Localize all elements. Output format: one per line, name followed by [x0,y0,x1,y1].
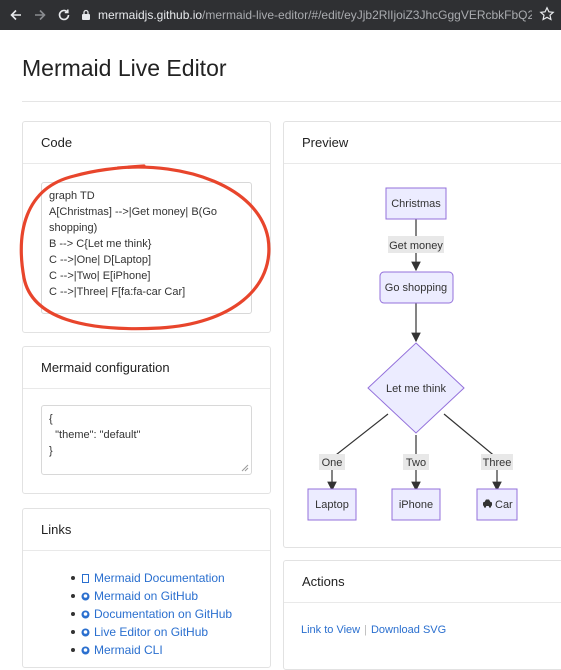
github-icon [81,592,90,601]
flowchart-diagram: Get money One Two Three Christmas Go sho… [307,187,518,521]
node-let-me-think[interactable] [367,342,465,434]
github-icon [81,646,90,655]
edge-label-bg [388,236,444,253]
code-panel-heading: Code [23,122,270,164]
actions-links: Link to View|Download SVG [301,624,446,636]
edge-label-get-money: Get money [389,240,443,252]
book-icon [82,574,89,583]
annotation-circle [19,164,271,331]
node-iphone-label: iPhone [399,499,433,511]
preview-panel-heading: Preview [284,122,561,164]
config-editor[interactable]: { "theme": "default" } [41,405,252,475]
node-car-label: Car [495,499,513,511]
node-laptop[interactable] [307,488,357,521]
node-let-me-think-label: Let me think [386,383,446,395]
edge-label-one: One [322,457,343,469]
node-iphone[interactable] [391,488,441,521]
page-title: Mermaid Live Editor [22,55,227,81]
link-label: Mermaid Documentation [94,571,225,585]
code-editor[interactable]: graph TD A[Christmas] -->|Get money| B(G… [41,182,252,314]
edge-label-bg [481,454,513,470]
code-line: C -->|Three| F[fa:fa-car Car] [49,286,186,298]
reload-button[interactable] [52,3,76,27]
config-line: { [49,413,53,425]
link-docs-github[interactable]: Documentation on GitHub [70,605,233,623]
edge-think-laptop [327,413,389,492]
car-icon [483,499,492,508]
edge-label-three: Three [483,457,512,469]
actions-panel: Actions Link to View|Download SVG [283,560,561,670]
config-line: "theme": "default" [49,429,141,441]
code-line: A[Christmas] -->|Get money| B(Go shoppin… [49,206,221,234]
github-icon [81,610,90,619]
link-to-view-link[interactable]: Link to View [301,624,361,636]
actions-separator: | [364,624,367,636]
url-path: /mermaid-live-editor/#/edit/eyJjb2RlIjoi… [202,8,532,22]
link-mermaid-github[interactable]: Mermaid on GitHub [70,587,232,605]
node-go-shopping[interactable] [379,271,454,304]
links-list: Mermaid Documentation Mermaid on GitHub … [70,569,233,659]
resize-handle-icon[interactable] [241,464,249,472]
link-label: Documentation on GitHub [94,607,233,621]
config-panel-heading: Mermaid configuration [23,347,270,389]
download-svg-link[interactable]: Download SVG [370,624,447,636]
actions-panel-heading: Actions [284,561,561,603]
browser-toolbar: mermaidjs.github.io/mermaid-live-editor/… [0,0,561,30]
github-icon [81,628,90,637]
code-line: B --> C{Let me think} [49,238,152,250]
config-line: } [49,445,53,457]
forward-button[interactable] [28,3,52,27]
lock-icon [82,9,90,20]
edge-label-bg [319,454,345,470]
link-label: Live Editor on GitHub [94,625,209,639]
node-go-shopping-label: Go shopping [385,282,447,294]
code-line: C -->|One| D[Laptop] [49,254,152,266]
reload-icon [58,9,70,21]
preview-panel: Preview Get money One Two Three Christma… [283,121,561,548]
link-label: Mermaid on GitHub [94,589,199,603]
edge-label-two: Two [406,457,426,469]
back-button[interactable] [4,3,28,27]
link-mermaid-cli[interactable]: Mermaid CLI [70,641,232,659]
arrow-left-icon [10,9,21,21]
link-live-editor-github[interactable]: Live Editor on GitHub [70,623,232,641]
node-laptop-label: Laptop [315,499,349,511]
code-line: C -->|Two| E[iPhone] [49,270,151,282]
edge-label-bg [403,454,429,470]
node-christmas[interactable] [385,187,447,220]
link-mermaid-docs[interactable]: Mermaid Documentation [70,569,232,587]
code-panel: Code graph TD A[Christmas] -->|Get money… [22,121,271,333]
edge-think-car [443,413,502,492]
links-panel-heading: Links [23,509,270,551]
bookmark-star-icon[interactable] [539,6,555,22]
divider [22,101,561,102]
config-panel: Mermaid configuration { "theme": "defaul… [22,346,271,494]
url-host: mermaidjs.github.io [98,8,203,22]
node-christmas-label: Christmas [391,198,441,210]
links-panel: Links Mermaid Documentation Mermaid on G… [22,508,271,668]
address-bar[interactable]: mermaidjs.github.io/mermaid-live-editor/… [80,3,532,27]
arrow-right-icon [35,9,46,21]
link-label: Mermaid CLI [94,643,163,657]
code-line: graph TD [49,190,95,202]
